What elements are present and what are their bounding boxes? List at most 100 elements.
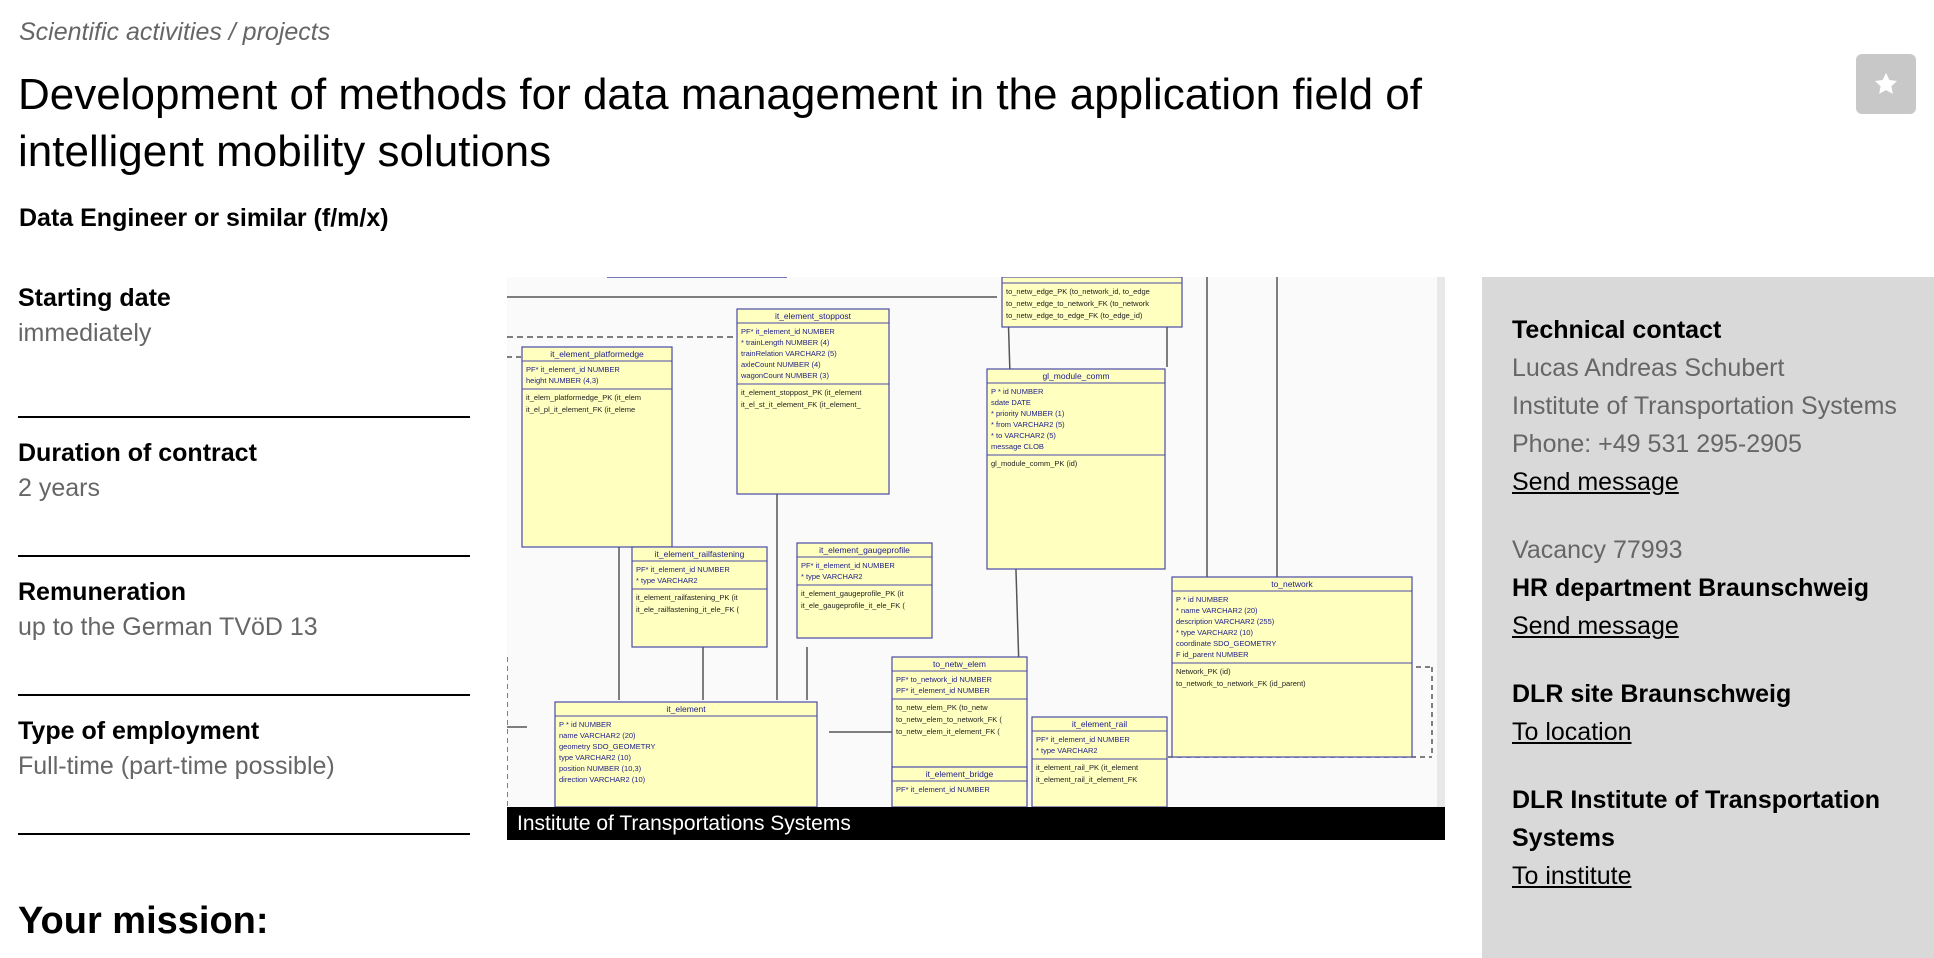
er-table-column: PF* it_element_id NUMBER	[896, 686, 990, 695]
er-table-column: PF* it_element_id NUMBER	[636, 565, 730, 574]
er-table-column: coordinate SDO_GEOMETRY	[1176, 639, 1276, 648]
contact-institute: Institute of Transportation Systems	[1512, 392, 1897, 420]
er-table-name: it_element_railfastening	[655, 549, 745, 559]
er-table-column: PF* it_element_id NUMBER	[741, 327, 835, 336]
fact-value: Full-time (part-time possible)	[18, 752, 335, 780]
hr-department-label: HR department Braunschweig	[1512, 574, 1870, 602]
er-table-key: it_ele_gaugeprofile_it_ele_FK (	[801, 601, 905, 610]
er-table-column: PF* to_network_id NUMBER	[896, 675, 992, 684]
er-table-key: to_netw_elem_to_network_FK (	[896, 715, 1002, 724]
er-table-column: geometry SDO_GEOMETRY	[559, 742, 656, 751]
fact-starting-date: Starting date immediately	[18, 279, 470, 418]
er-table-column: * trainLength NUMBER (4)	[741, 338, 830, 347]
fact-employment-type: Type of employment Full-time (part-time …	[18, 696, 470, 835]
er-table-name: it_element	[666, 704, 706, 714]
er-table-column: description VARCHAR2 (255)	[1176, 617, 1275, 626]
er-table-name: it_element_gaugeprofile	[819, 545, 910, 555]
fact-label: Duration of contract	[18, 439, 257, 467]
job-facts: Starting date immediately Duration of co…	[18, 279, 470, 835]
er-table-column: type VARCHAR2 (10)	[559, 753, 631, 762]
er-table-column: sdate DATE	[991, 398, 1031, 407]
bookmark-button[interactable]	[1856, 54, 1916, 114]
er-table-column: * to VARCHAR2 (5)	[991, 431, 1056, 440]
er-table-column: direction VARCHAR2 (10)	[559, 775, 646, 784]
er-table-name: it_element_bridge	[926, 769, 994, 779]
er-table-key: it_element_railfastening_PK (it	[636, 593, 739, 602]
er-table-key: to_netw_edge_to_network_FK (to_network	[1006, 299, 1149, 308]
er-table-column: * type VARCHAR2 (10)	[1176, 628, 1253, 637]
er-table-name: to_network	[1271, 579, 1313, 589]
er-table-column: wagonCount NUMBER (3)	[740, 371, 829, 380]
fact-remuneration: Remuneration up to the German TVöD 13	[18, 557, 470, 696]
er-table-column: P * id NUMBER	[991, 387, 1044, 396]
er-table: to_netw_edge_PK (to_network_id, to_edget…	[1001, 277, 1183, 328]
er-table-name: it_element_rail	[1072, 719, 1127, 729]
contact-sidebar: Technical contact Lucas Andreas Schubert…	[1482, 277, 1934, 958]
site-label: DLR site Braunschweig	[1512, 680, 1792, 708]
er-table-key: it_el_pl_it_element_FK (it_eleme	[526, 405, 635, 414]
er-table-column: * from VARCHAR2 (5)	[991, 420, 1065, 429]
er-table-column: height NUMBER (4,3)	[526, 376, 599, 385]
er-table-key: it_element_gaugeprofile_PK (it	[801, 589, 904, 598]
er-table-key: to_network_to_network_FK (id_parent)	[1176, 679, 1306, 688]
institute-label: DLR Institute of Transportation Systems	[1512, 786, 1881, 852]
fact-label: Type of employment	[18, 717, 260, 745]
er-table-column: PF* it_element_id NUMBER	[896, 785, 990, 794]
mission-heading: Your mission:	[18, 900, 269, 942]
er-table-column: PF* it_element_id NUMBER	[801, 561, 895, 570]
er-table-key: Network_PK (id)	[1176, 667, 1231, 676]
er-table-column: * type VARCHAR2	[801, 572, 863, 581]
er-table-key: to_netw_edge_to_edge_FK (to_edge_id)	[1006, 311, 1143, 320]
er-table-key: it_element_rail_PK (it_element	[1036, 763, 1139, 772]
fact-value: up to the German TVöD 13	[18, 613, 318, 641]
breadcrumb[interactable]: Scientific activities / projects	[19, 18, 331, 46]
er-table-column: position NUMBER (10,3)	[559, 764, 642, 773]
fact-value: immediately	[18, 319, 152, 347]
to-institute-link[interactable]: To institute	[1512, 862, 1632, 890]
er-table-column: * type VARCHAR2	[636, 576, 698, 585]
er-table-column: * type VARCHAR2	[1036, 746, 1098, 755]
fact-duration: Duration of contract 2 years	[18, 418, 470, 557]
page-title: Development of methods for data manageme…	[18, 70, 1422, 176]
job-subtitle: Data Engineer or similar (f/m/x)	[19, 204, 389, 232]
er-table: to_network P * id NUMBER * name VARCHAR2 (…	[1171, 576, 1413, 758]
er-table-name: it_element_platformedge	[550, 349, 644, 359]
er-table-key: to_netw_elem_it_element_FK (	[896, 727, 1000, 736]
er-table-key: it_element_rail_it_element_FK	[1036, 775, 1137, 784]
er-table-name: to_netw_elem	[933, 659, 986, 669]
fact-value: 2 years	[18, 474, 100, 502]
er-table-column: name VARCHAR2 (20)	[559, 731, 636, 740]
fact-label: Starting date	[18, 284, 171, 312]
er-table-key: gl_module_comm_PK (id)	[991, 459, 1078, 468]
er-table-key: to_netw_edge_PK (to_network_id, to_edge	[1006, 287, 1150, 296]
vacancy-number: Vacancy 77993	[1512, 536, 1683, 564]
contact-phone: Phone: +49 531 295-2905	[1512, 430, 1802, 458]
send-message-link[interactable]: Send message	[1512, 468, 1679, 496]
er-table-column: trainRelation VARCHAR2 (5)	[741, 349, 837, 358]
er-table-column: * name VARCHAR2 (20)	[1176, 606, 1258, 615]
send-message-hr-link[interactable]: Send message	[1512, 612, 1679, 640]
er-table-column: PF* it_element_id NUMBER	[1036, 735, 1130, 744]
er-table-key: it_ele_railfastening_it_ele_FK (	[636, 605, 739, 614]
er-table-key: to_netw_elem_PK (to_netw	[896, 703, 988, 712]
er-table-column: P * id NUMBER	[1176, 595, 1229, 604]
er-table-key: it_element_stoppost_PK (it_element	[741, 388, 862, 397]
er-table-column: F id_parent NUMBER	[1176, 650, 1249, 659]
er-table-name: gl_module_comm	[1042, 371, 1109, 381]
to-location-link[interactable]: To location	[1512, 718, 1632, 746]
figure-caption: Institute of Transportations Systems	[507, 807, 1445, 840]
er-table-column: PF* it_element_id NUMBER	[526, 365, 620, 374]
technical-contact-label: Technical contact	[1512, 316, 1722, 344]
star-icon	[1874, 72, 1898, 94]
er-table-column: message CLOB	[991, 442, 1044, 451]
